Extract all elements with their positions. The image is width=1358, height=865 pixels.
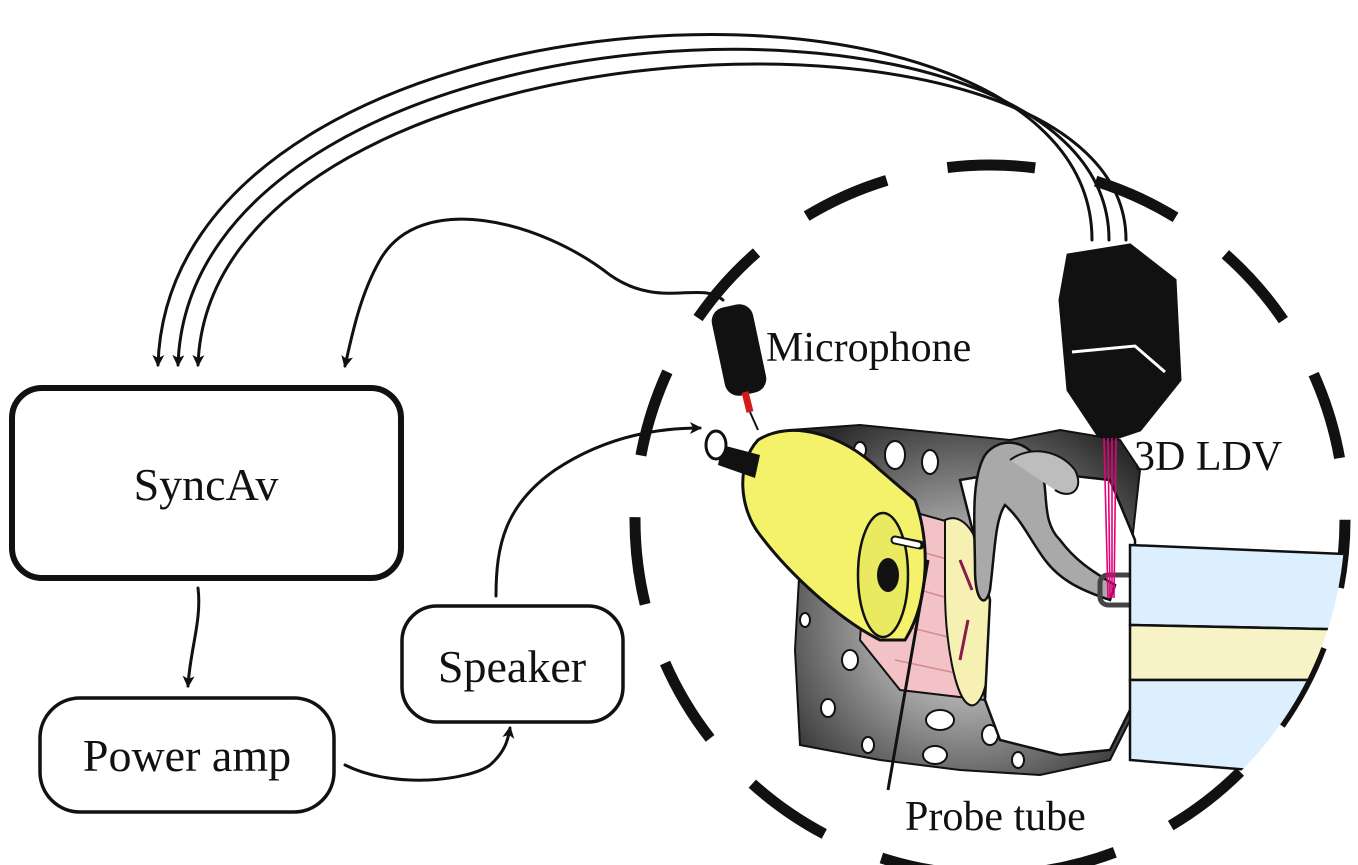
amp-to-speaker-arrow: [345, 728, 510, 780]
syncav-label: SyncAv: [134, 459, 279, 510]
speaker-to-probe-arrow: [496, 428, 700, 596]
ldv-label: 3D LDV: [1134, 434, 1282, 480]
ldv-head: [1060, 245, 1180, 440]
speaker-label: Speaker: [438, 641, 586, 692]
microphone: [709, 302, 769, 430]
power-amp-label: Power amp: [83, 730, 291, 781]
microphone-label: Microphone: [766, 325, 971, 371]
cochlea-upper: [1130, 545, 1358, 630]
syncav-to-amp-arrow: [188, 588, 199, 686]
cochlea-lower: [1130, 680, 1358, 780]
microphone-cable: [345, 219, 723, 366]
probe-tube-label: Probe tube: [905, 794, 1086, 840]
ldv-signal-cables: [158, 35, 1126, 365]
